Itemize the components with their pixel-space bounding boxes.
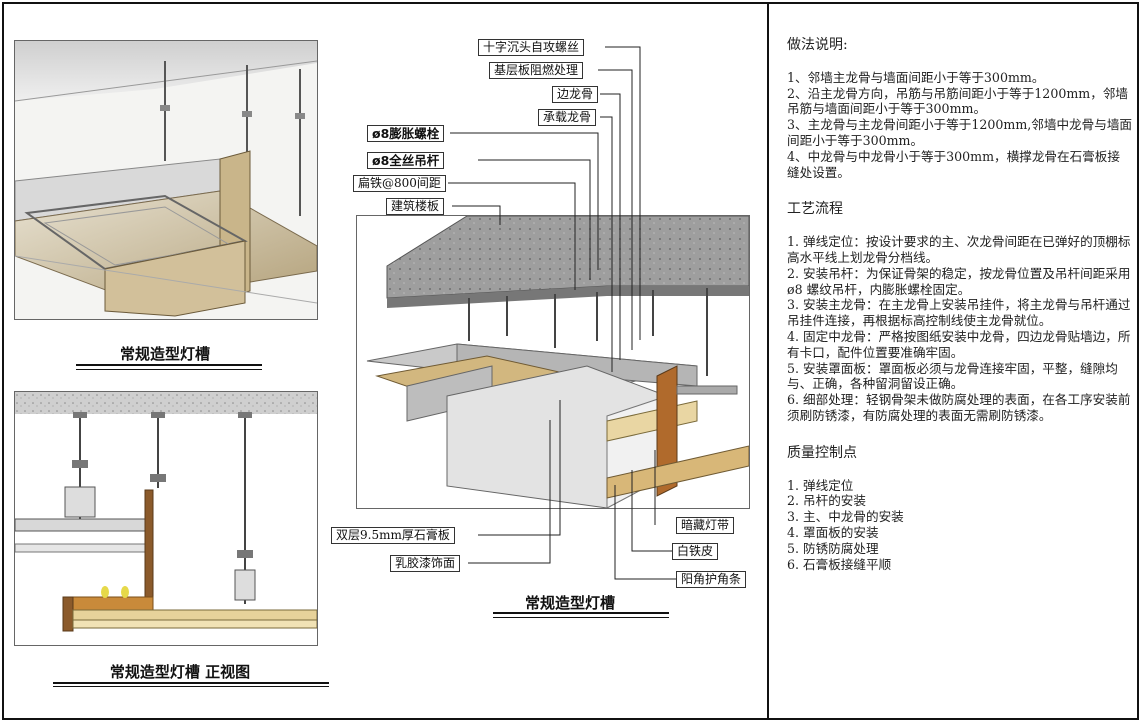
process-item-6: 6. 细部处理：轻钢骨架未做防腐处理的表面，在各工序安装前须刷防锈漆，有防腐处理… <box>787 392 1131 423</box>
quality-item-1: 1. 弹线定位 <box>787 477 854 493</box>
front-view-panel <box>14 391 318 646</box>
quality-title: 质量控制点 <box>787 444 857 461</box>
method-item-2: 2、沿主龙骨方向，吊筋与吊筋间距小于等于1200mm，邻墙吊筋与墙面间距小于等于… <box>787 85 1129 117</box>
perspective-view-illustration <box>15 41 317 317</box>
callout-building-slab: 建筑楼板 <box>386 198 445 215</box>
method-item-3: 3、主龙骨与主龙骨间距小于等于1200mm,邻墙中龙骨与墙面间距小于等于300m… <box>787 117 1133 148</box>
process-item-5: 5. 安装罩面板：罩面板必须与龙骨连接牢固，平整，缝隙均与、正确，各种留洞留设正… <box>787 360 1118 392</box>
method-item-4: 4、中龙骨与中龙骨小于等于300mm，横撑龙骨在石膏板接缝处设置。 <box>787 148 1120 180</box>
center-view-panel <box>356 215 750 509</box>
perspective-view-panel <box>14 40 318 320</box>
callout-latex-paint: 乳胶漆饰面 <box>390 555 461 572</box>
callout-expansion-bolt: ø8膨胀螺栓 <box>367 125 445 142</box>
perspective-caption-underline <box>76 364 262 366</box>
process-item-4: 4. 固定中龙骨：严格按图纸安装中龙骨，四边龙骨贴墙边，所有卡口，配件位置要准确… <box>787 328 1131 360</box>
quality-item-3: 3. 主、中龙骨的安装 <box>787 509 904 525</box>
method-item-1: 1、邻墙主龙骨与墙面间距小于等于300mm。 <box>787 69 1045 85</box>
process-title: 工艺流程 <box>787 201 843 218</box>
front-view-caption: 常规造型灯槽 正视图 <box>109 663 251 681</box>
front-caption-underline <box>53 682 329 684</box>
callout-threaded-rod: ø8全丝吊杆 <box>367 152 445 169</box>
quality-item-5: 5. 防锈防腐处理 <box>787 540 879 556</box>
callout-flat-iron: 扁铁@800间距 <box>353 175 446 192</box>
callout-hidden-light-strip: 暗藏灯带 <box>676 517 735 534</box>
method-title: 做法说明: <box>787 37 848 53</box>
perspective-view-caption: 常规造型灯槽 <box>119 345 210 363</box>
callout-countersunk-screw: 十字沉头自攻螺丝 <box>478 39 585 56</box>
quality-item-6: 6. 石膏板接缝平顺 <box>787 556 892 572</box>
callout-corner-bead: 阳角护角条 <box>676 571 747 588</box>
process-item-1: 1. 弹线定位：按设计要求的主、次龙骨间距在已弹好的顶棚标高水平线上划龙骨分档线… <box>787 234 1131 265</box>
center-caption-underline <box>493 612 669 614</box>
quality-item-2: 2. 吊杆的安装 <box>787 493 866 509</box>
callout-galvanized-sheet: 白铁皮 <box>672 543 719 560</box>
center-view-illustration <box>366 216 749 508</box>
perspective-caption-underline-thin <box>76 369 262 370</box>
center-view-caption: 常规造型灯槽 <box>524 594 615 612</box>
front-view-illustration <box>15 392 317 632</box>
front-caption-underline-thin <box>53 686 329 687</box>
frame-divider <box>767 2 769 720</box>
callout-base-board-fireproof: 基层板阻燃处理 <box>489 62 584 79</box>
callout-edge-keel: 边龙骨 <box>552 86 599 103</box>
callout-bearing-keel: 承载龙骨 <box>538 109 597 126</box>
quality-item-4: 4. 罩面板的安装 <box>787 524 879 540</box>
process-item-2: 2. 安装吊杆：为保证骨架的稳定，按龙骨位置及吊杆间距采用ø8 螺纹吊杆，内膨胀… <box>787 265 1131 297</box>
process-item-3: 3. 安装主龙骨：在主龙骨上安装吊挂件，将主龙骨与吊杆通过吊挂件连接，再根据标高… <box>787 297 1131 329</box>
notes-column: 做法说明: 1、邻墙主龙骨与墙面间距小于等于300mm。 2、沿主龙骨方向，吊筋… <box>787 37 1133 572</box>
callout-gypsum-board: 双层9.5mm厚石膏板 <box>331 527 455 544</box>
center-caption-underline-thin <box>493 617 669 618</box>
